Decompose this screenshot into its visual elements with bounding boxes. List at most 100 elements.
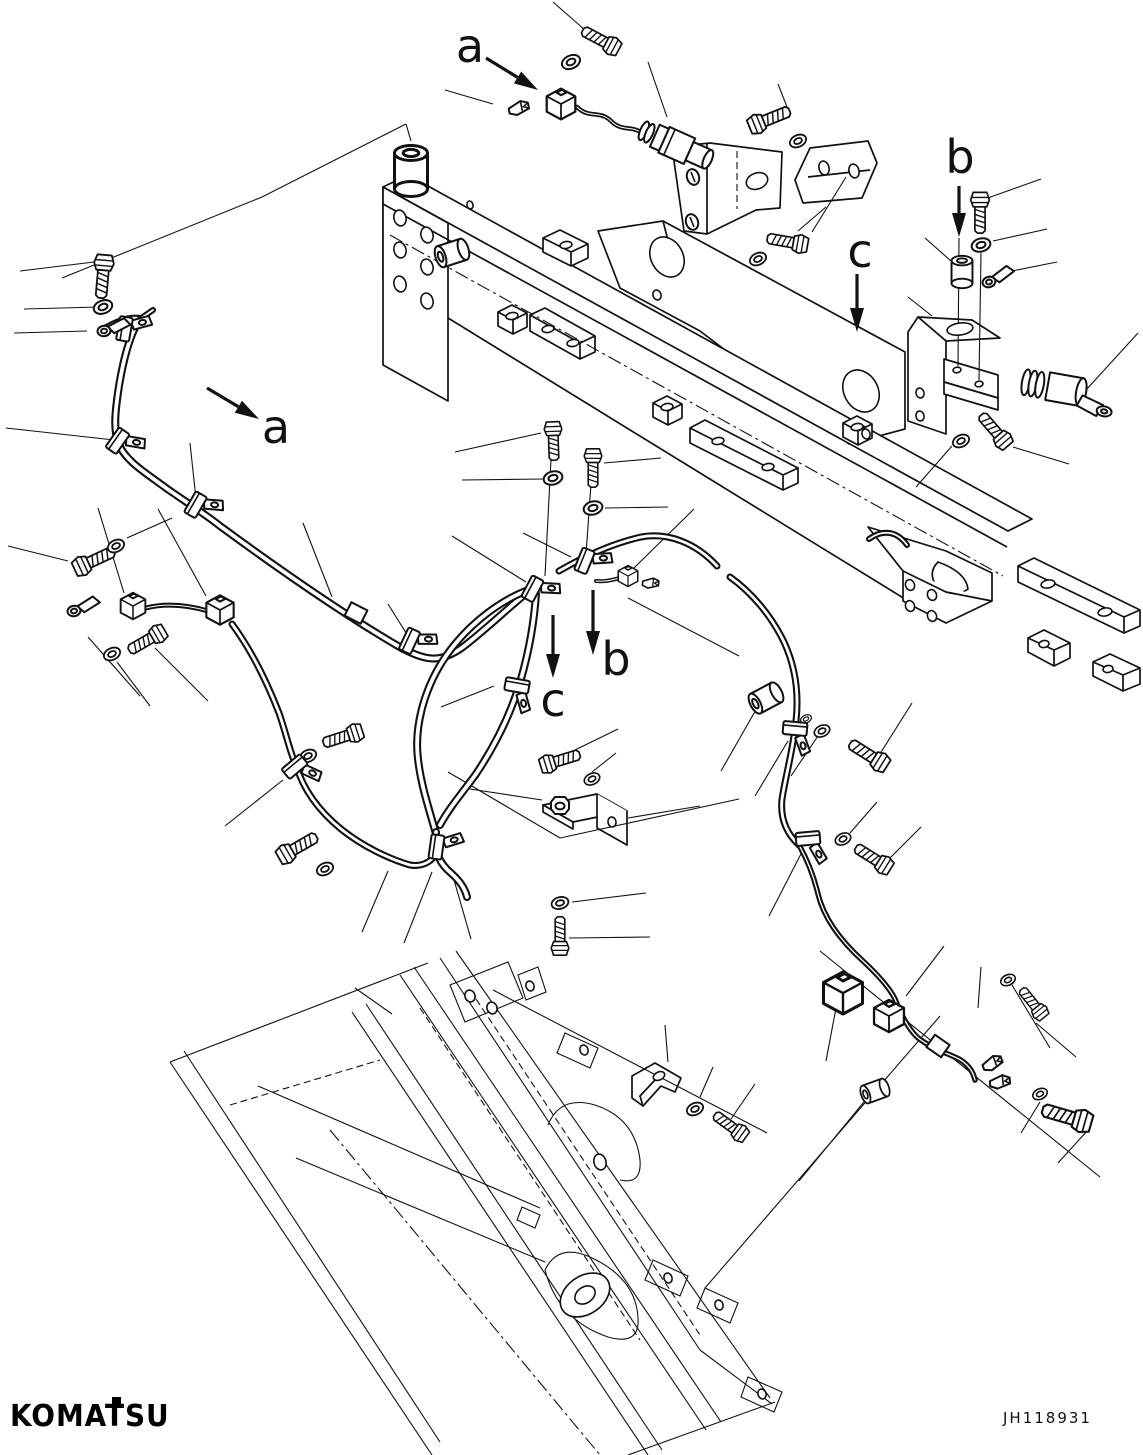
komatsu-logo-mark <box>112 1397 121 1406</box>
boom-edge <box>399 974 707 1431</box>
holes-layer <box>393 160 1114 1400</box>
hole <box>393 241 407 259</box>
leader-line <box>992 228 1048 242</box>
leader-line <box>797 206 827 232</box>
boom-hidden-edge <box>229 1059 381 1106</box>
leader-line <box>905 945 945 997</box>
clamp-part <box>499 676 536 716</box>
phantom-line <box>61 196 263 279</box>
boom-edge <box>644 1259 689 1297</box>
leader-line <box>1006 261 1058 273</box>
leader-line <box>19 261 95 272</box>
leader-line <box>819 950 1101 1178</box>
view-callout-label: a <box>456 19 484 73</box>
hole <box>1097 607 1113 617</box>
leader-line <box>387 603 409 637</box>
leader-line <box>552 1 587 32</box>
leader-line <box>591 752 617 773</box>
assembly-axis-line <box>544 439 553 577</box>
frame-edge <box>867 526 993 624</box>
leader-line <box>754 740 789 797</box>
view-arrow-shaft <box>485 56 519 79</box>
leader-line <box>189 442 197 500</box>
boom-hidden-edge <box>469 989 701 1336</box>
hole <box>1038 639 1050 649</box>
view-arrow-shaft <box>206 386 240 409</box>
hole <box>926 588 938 602</box>
conn-part <box>822 970 864 1016</box>
view-arrow-head <box>850 308 864 332</box>
term-part <box>506 98 531 118</box>
view-callout-label: c <box>847 224 872 278</box>
conn-part <box>617 564 639 588</box>
view-arrow-head <box>546 654 560 678</box>
washer-part <box>549 894 571 912</box>
hole <box>850 422 864 432</box>
spacer-part <box>857 1076 893 1106</box>
frame-edge <box>639 1079 656 1107</box>
hole <box>915 410 925 422</box>
boom-edge <box>365 1003 663 1451</box>
bolt-part <box>577 21 624 59</box>
leader-line <box>126 517 173 539</box>
harness-tube-core <box>728 575 801 847</box>
hole <box>660 402 674 412</box>
leader-line <box>1057 1129 1089 1164</box>
bolt-part <box>764 228 811 256</box>
harness-tube-core <box>576 106 645 136</box>
hole <box>1102 664 1114 674</box>
frame-structure-layer <box>329 140 1141 1455</box>
bolt-part <box>1038 1097 1096 1136</box>
bolt-part <box>708 1106 752 1146</box>
hole <box>579 1044 589 1056</box>
frame-edge <box>382 203 1008 548</box>
frame-edge <box>902 570 993 602</box>
boom-edge <box>517 966 547 1001</box>
hole <box>904 599 916 613</box>
leader-line <box>720 707 758 772</box>
sleeve-part <box>343 601 369 625</box>
boom-edge <box>544 1251 639 1340</box>
view-arrow-head <box>234 400 259 419</box>
conn-part <box>872 998 906 1034</box>
bolt-part <box>1014 983 1052 1024</box>
boom-edge <box>547 1101 641 1182</box>
bolt-part <box>850 838 897 878</box>
washer-part <box>100 644 124 664</box>
view-arrow-head <box>952 213 966 237</box>
bolt-part <box>537 744 584 777</box>
leader-lines-layer <box>5 1 1139 1289</box>
bolt-part <box>844 734 894 776</box>
boom-edge <box>295 1157 546 1263</box>
leader-line <box>451 535 527 583</box>
boom-edge <box>257 1085 541 1209</box>
hole <box>559 240 573 250</box>
view-callout-label: b <box>601 632 630 686</box>
leader-line <box>574 728 619 751</box>
leader-line <box>977 966 982 1009</box>
frame-edge <box>1027 629 1071 667</box>
leader-line <box>224 779 284 827</box>
hole <box>464 989 476 1003</box>
leader-line <box>1035 1022 1077 1058</box>
phantom-line <box>405 123 412 142</box>
frame-edge <box>542 229 589 267</box>
leader-line <box>568 936 651 939</box>
leader-line <box>1012 446 1070 465</box>
bolt-part <box>550 915 570 957</box>
hole <box>711 436 725 446</box>
frame-edge <box>1092 653 1141 692</box>
frame-edge <box>542 804 574 830</box>
washer-part <box>683 1099 707 1119</box>
boom-edge <box>696 1287 739 1324</box>
hole <box>714 1299 724 1311</box>
washer-part <box>969 235 993 255</box>
conn-part <box>119 591 147 621</box>
frame-edge <box>652 395 683 426</box>
leader-line <box>451 872 472 940</box>
hole <box>420 292 434 310</box>
harness-tube-core <box>868 531 908 546</box>
boom-edge <box>556 1032 599 1069</box>
leader-line <box>1011 984 1051 1049</box>
view-callout-label: b <box>945 130 974 184</box>
